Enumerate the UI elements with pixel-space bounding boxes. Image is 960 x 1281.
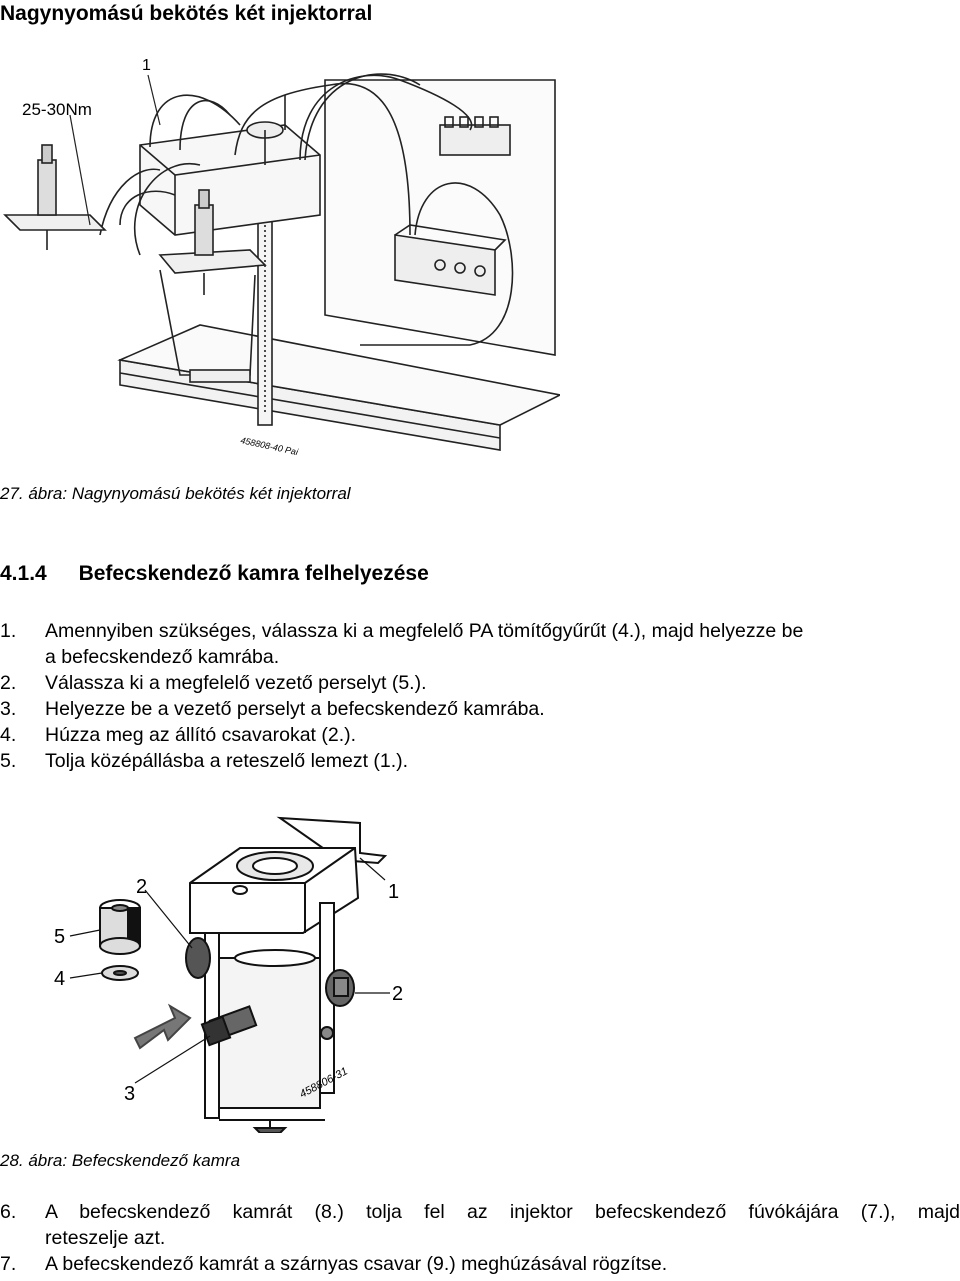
item-number: 6. — [0, 1201, 17, 1223]
item-text: reteszelje azt. — [45, 1227, 166, 1249]
callout-torque: 25-30Nm — [22, 100, 92, 119]
list-item: 7. A befecskendező kamrát a szárnyas csa… — [0, 1253, 960, 1277]
list-item: 1. Amennyiben szükséges, válassza ki a m… — [0, 620, 960, 644]
section-heading: 4.1.4 Befecskendező kamra felhelyezése — [0, 562, 429, 586]
item-number: 7. — [0, 1253, 17, 1275]
item-number: 5. — [0, 750, 17, 772]
figure-28-caption: 28. ábra: Befecskendező kamra — [0, 1151, 241, 1170]
list-item: 4. Húzza meg az állító csavarokat (2.). — [0, 724, 960, 748]
injection-chamber-drawing: 2 5 4 1 2 3 458806-31 — [54, 816, 403, 1134]
section-title: Befecskendező kamra felhelyezése — [78, 562, 429, 585]
figure-27-illustration: 1 25-30Nm 458808-40 Pai — [0, 55, 563, 460]
item-text: A befecskendező kamrát a szárnyas csavar… — [45, 1253, 668, 1275]
item-number: 4. — [0, 724, 17, 746]
item-number: 2. — [0, 672, 17, 694]
callout-2-left: 2 — [136, 876, 147, 898]
figure-27-caption: 27. ábra: Nagynyomású bekötés két injekt… — [0, 484, 351, 503]
list-item: 5. Tolja középállásba a reteszelő lemezt… — [0, 750, 960, 774]
section-number: 4.1.4 — [0, 562, 47, 585]
high-pressure-connection-drawing: 1 25-30Nm 458808-40 Pai — [3, 57, 563, 457]
list-item-continuation: a befecskendező kamrába. — [0, 646, 960, 670]
callout-5: 5 — [54, 926, 65, 948]
callout-1: 1 — [388, 881, 399, 903]
list-item: 2. Válassza ki a megfelelő vezető persel… — [0, 672, 960, 696]
item-text: Húzza meg az állító csavarokat (2.). — [45, 724, 357, 746]
callout-1: 1 — [142, 57, 151, 74]
callout-4: 4 — [54, 968, 65, 990]
item-text: a befecskendező kamrába. — [45, 646, 280, 668]
item-number: 3. — [0, 698, 17, 720]
steps-list-b: 6. A befecskendező kamrát (8.) tolja fel… — [0, 1201, 960, 1281]
page-title: Nagynyomású bekötés két injektorral — [0, 2, 373, 25]
callout-2-right: 2 — [392, 983, 403, 1005]
list-item: 3. Helyezze be a vezető perselyt a befec… — [0, 698, 960, 722]
item-text: Helyezze be a vezető perselyt a befecske… — [45, 698, 545, 720]
figure-28-illustration: 2 5 4 1 2 3 458806-31 — [40, 808, 440, 1134]
item-number: 1. — [0, 620, 17, 642]
item-text: Amennyiben szükséges, válassza ki a megf… — [45, 620, 804, 642]
item-text: Válassza ki a megfelelő vezető perselyt … — [45, 672, 427, 694]
list-item-continuation: reteszelje azt. — [0, 1227, 960, 1251]
list-item: 6. A befecskendező kamrát (8.) tolja fel… — [0, 1201, 960, 1225]
item-text: A befecskendező kamrát (8.) tolja fel az… — [45, 1201, 960, 1223]
item-text: Tolja középállásba a reteszelő lemezt (1… — [45, 750, 409, 772]
steps-list-a: 1. Amennyiben szükséges, válassza ki a m… — [0, 620, 960, 785]
callout-3: 3 — [124, 1083, 135, 1105]
drawing-code: 458808-40 Pai — [240, 435, 300, 457]
